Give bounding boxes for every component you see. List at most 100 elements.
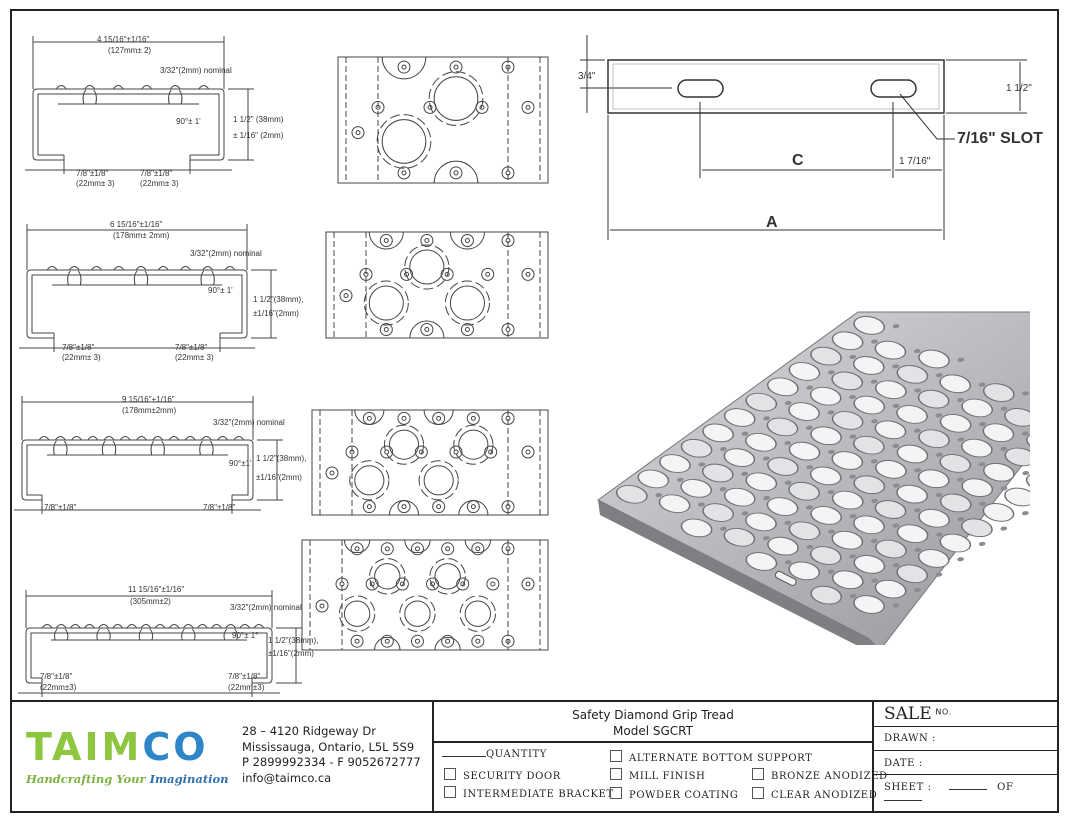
tread-hole bbox=[788, 402, 820, 421]
tread-hole bbox=[637, 469, 670, 489]
tread-hole bbox=[961, 478, 994, 497]
drawn-field[interactable]: DRAWN : bbox=[874, 727, 1057, 751]
grip-dimple bbox=[827, 569, 835, 574]
profile-1-lip-right-mm: (22mm± 3) bbox=[140, 179, 179, 188]
grip-dimple bbox=[1000, 446, 1008, 451]
tread-hole bbox=[896, 405, 928, 424]
tread-hole bbox=[702, 423, 734, 443]
hole-pattern-3 bbox=[311, 409, 549, 516]
tread-hole bbox=[918, 429, 950, 448]
tread-hole bbox=[896, 484, 928, 504]
grip-dimple bbox=[741, 431, 749, 436]
grip-dimple bbox=[784, 560, 792, 565]
tread-hole bbox=[917, 389, 950, 409]
title-line-2: Model SGCRT bbox=[613, 724, 693, 738]
product-title: Safety Diamond Grip Tread Model SGCRT bbox=[434, 702, 872, 743]
tread-hole bbox=[767, 377, 799, 397]
address-city: Mississauga, Ontario, L5L 5S9 bbox=[242, 739, 415, 754]
sale-number-field[interactable]: SALE NO. bbox=[874, 702, 1057, 727]
tread-hole bbox=[723, 448, 756, 467]
tread-hole bbox=[767, 536, 799, 556]
profile-3-height-dim: 1 1/2"(38mm), bbox=[256, 454, 306, 463]
hole-pattern-1 bbox=[337, 56, 549, 184]
profile-1-lip-left: 7/8"±1/8" bbox=[76, 169, 108, 178]
tread-hole bbox=[766, 497, 799, 516]
tread-hole bbox=[874, 500, 907, 519]
profile-2-height-tol: ±1/16"(2mm) bbox=[253, 309, 299, 318]
grip-dimple bbox=[849, 593, 857, 599]
checkbox-bronze-anodized[interactable]: BRONZE ANODIZED bbox=[752, 768, 888, 782]
grip-dimple bbox=[957, 557, 964, 562]
checkbox-intermediate-bracket[interactable]: INTERMEDIATE BRACKET bbox=[444, 786, 614, 800]
grip-dimple bbox=[979, 422, 986, 427]
tread-hole bbox=[1025, 472, 1030, 491]
grip-dimple bbox=[892, 563, 900, 568]
grip-dimple bbox=[913, 428, 921, 433]
grip-dimple bbox=[806, 544, 814, 550]
tread-hole bbox=[852, 356, 885, 375]
profile-1-lip-left-mm: (22mm± 3) bbox=[76, 179, 115, 188]
grip-dimple bbox=[914, 508, 921, 513]
checkbox-alternate-bottom-support[interactable]: ALTERNATE BOTTOM SUPPORT bbox=[610, 750, 812, 764]
grip-dimple bbox=[871, 578, 879, 583]
tread-hole bbox=[659, 454, 691, 473]
checkbox-security-door[interactable]: SECURITY DOOR bbox=[444, 768, 561, 782]
checkbox-powder-coating[interactable]: POWDER COATING bbox=[610, 787, 739, 801]
tread-hole bbox=[853, 595, 885, 614]
quantity-field[interactable]: QUANTITY bbox=[442, 749, 547, 760]
profile-4-lip-right: 7/8"±1/8" bbox=[228, 672, 260, 681]
grip-dimple bbox=[849, 394, 856, 400]
tread-hole bbox=[1042, 454, 1066, 479]
tread-hole bbox=[939, 374, 972, 394]
grip-dimple bbox=[892, 403, 900, 408]
tread-hole bbox=[1026, 432, 1030, 451]
grip-dimple bbox=[1042, 495, 1052, 501]
grip-dimple bbox=[978, 462, 986, 467]
tread-hole bbox=[745, 432, 777, 452]
tread-hole bbox=[853, 515, 885, 535]
title-block: TAIMCO Handcrafting Your Imagination 28 … bbox=[10, 700, 1057, 813]
tread-hole bbox=[658, 494, 691, 514]
tread-hole bbox=[831, 490, 864, 510]
profile-1-nominal: 3/32"(2mm) nominal bbox=[160, 66, 232, 75]
sheet-field[interactable]: SHEET : OF bbox=[874, 775, 1057, 802]
profile-2-lip-right-mm: (22mm± 3) bbox=[175, 353, 214, 362]
tread-hole bbox=[680, 479, 713, 498]
tread-hole bbox=[810, 426, 842, 446]
checkbox-clear-anodized[interactable]: CLEAR ANODIZED bbox=[752, 787, 877, 801]
tread-hole bbox=[766, 417, 799, 437]
tread-hole bbox=[788, 521, 821, 541]
tread-hole bbox=[961, 398, 994, 418]
grip-dimple bbox=[913, 348, 921, 354]
hole-pattern-2 bbox=[325, 231, 549, 339]
tread-hole bbox=[809, 466, 842, 486]
company-logo: TAIMCO Handcrafting Your Imagination bbox=[26, 725, 229, 786]
tread-hole bbox=[723, 487, 756, 507]
profile-2-lip-right: 7/8"±1/8" bbox=[175, 343, 207, 352]
grip-dimple bbox=[827, 370, 835, 375]
grip-dimple bbox=[1043, 455, 1053, 461]
grip-dimple bbox=[849, 514, 857, 519]
grip-dimple bbox=[741, 511, 749, 516]
tread-hole bbox=[788, 561, 821, 581]
tread-hole bbox=[961, 518, 993, 538]
tread-hole bbox=[874, 380, 907, 400]
profile-4-lip-right-mm: (22mm±3) bbox=[228, 683, 265, 692]
offset-dim: 1 7/16" bbox=[899, 156, 931, 167]
tread-hole bbox=[831, 331, 864, 351]
profile-3-angle: 90°±1' bbox=[229, 459, 252, 468]
grip-dimple bbox=[1000, 406, 1008, 411]
grip-dimple bbox=[870, 459, 878, 464]
checkbox-mill-finish[interactable]: MILL FINISH bbox=[610, 768, 705, 782]
grip-dimple bbox=[1022, 470, 1030, 476]
tread-hole bbox=[853, 475, 886, 495]
tread-hole bbox=[853, 435, 885, 455]
profile-3-lip-right: 7/8"±1/8" bbox=[203, 503, 235, 512]
date-field[interactable]: DATE : bbox=[874, 751, 1057, 775]
grip-dimple bbox=[720, 446, 727, 452]
tread-hole bbox=[917, 469, 950, 489]
grip-dimple bbox=[1042, 415, 1052, 421]
company-cell: TAIMCO Handcrafting Your Imagination 28 … bbox=[10, 702, 432, 811]
profile-4-width-dim: 11 15/16"±1/16" bbox=[128, 585, 184, 594]
